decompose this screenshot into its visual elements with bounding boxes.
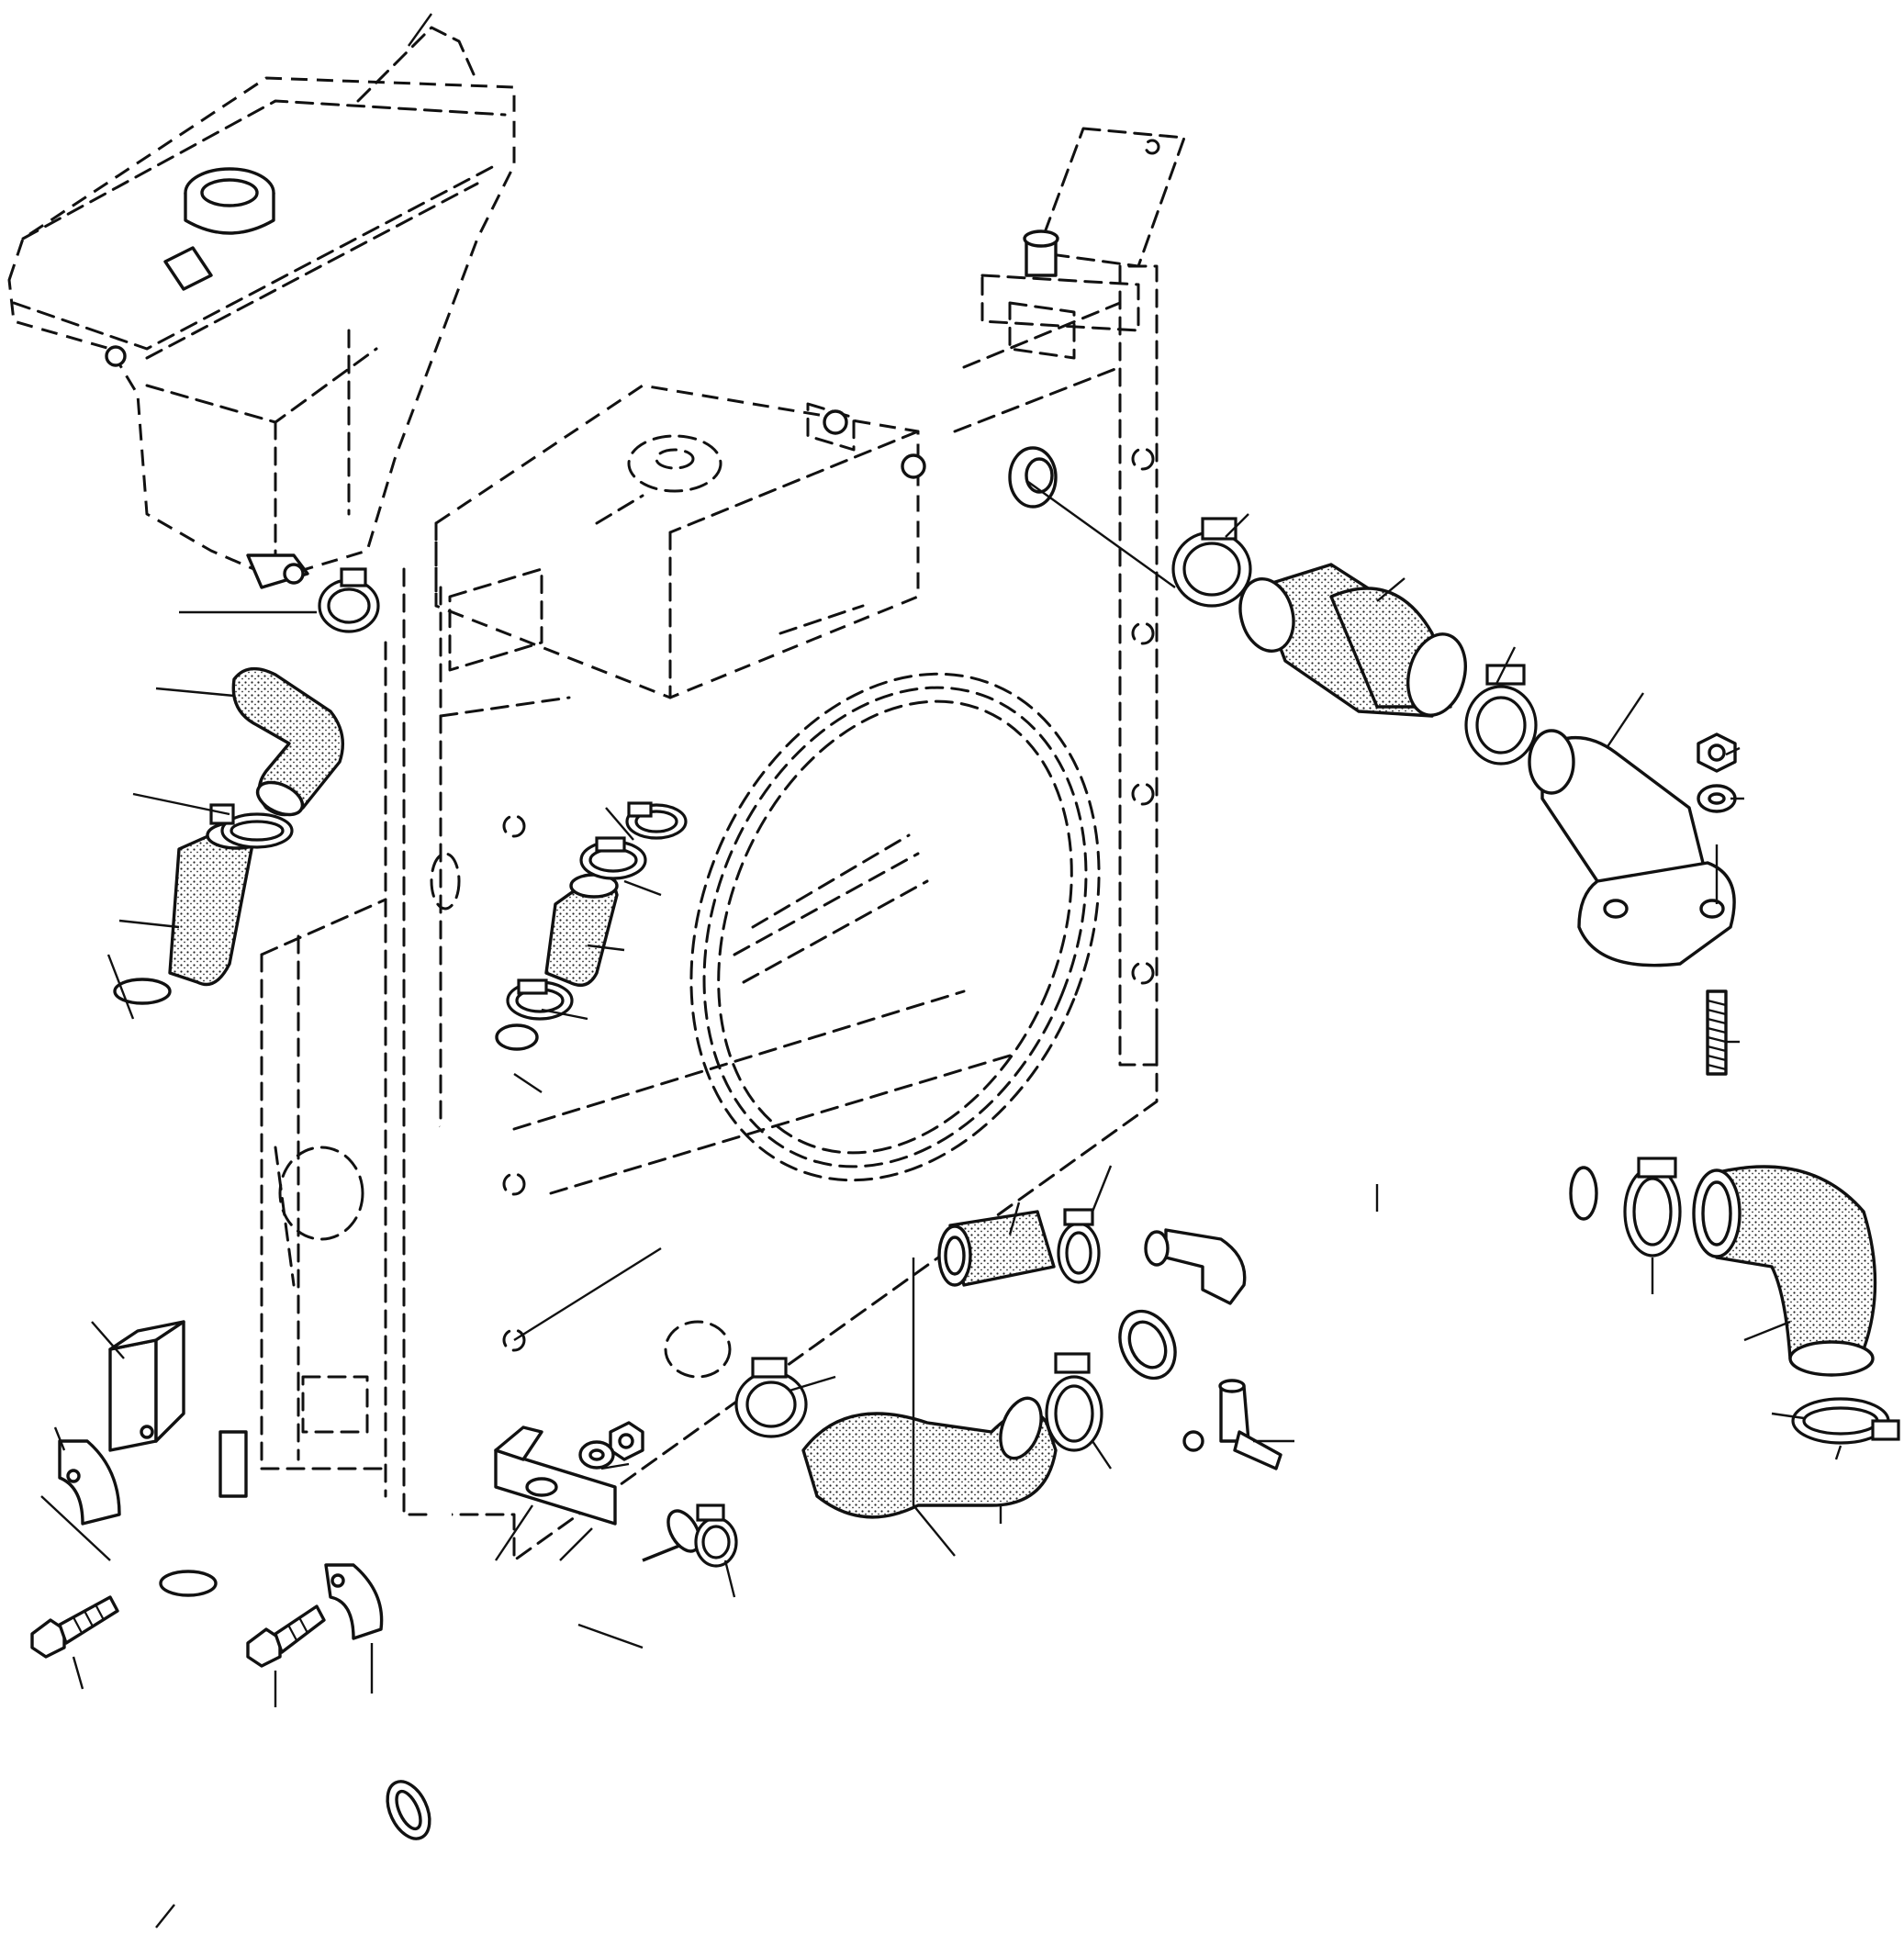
center-pipe bbox=[430, 1023, 709, 1704]
hose-clamp-icon bbox=[1057, 1208, 1101, 1284]
hose-clamp-icon bbox=[579, 836, 647, 880]
hose-clamp-icon bbox=[1623, 1157, 1682, 1258]
clip-center bbox=[324, 1563, 384, 1640]
bolt-center bbox=[246, 1604, 326, 1668]
radiator bbox=[260, 127, 1186, 1562]
lower-left-pipe bbox=[76, 666, 431, 1902]
bolt-left bbox=[30, 1595, 119, 1659]
small-hose-group bbox=[209, 567, 688, 1021]
bracket-center bbox=[494, 1421, 644, 1526]
lower-right-pipe-group bbox=[937, 1157, 1900, 1470]
clip-left bbox=[58, 1439, 121, 1526]
hose-clamp-icon bbox=[734, 1357, 808, 1438]
leader-lines bbox=[40, 13, 1842, 1928]
hose-clamp-icon bbox=[625, 801, 688, 840]
hose-clamp-icon bbox=[1464, 664, 1538, 766]
expansion-tank bbox=[7, 26, 516, 589]
bracket-left bbox=[108, 1320, 248, 1498]
hose-clamp-icon bbox=[318, 567, 380, 633]
thermostat-housing-group bbox=[1171, 517, 1737, 1076]
hose-clamp-icon bbox=[1045, 1352, 1103, 1452]
lower-hose-group bbox=[694, 1352, 1103, 1568]
hose-clamp-icon bbox=[694, 1504, 738, 1568]
hose-clamp-icon bbox=[1791, 1397, 1900, 1445]
hose-clamp-icon bbox=[506, 978, 574, 1021]
hose-clamp-icon bbox=[1171, 517, 1252, 608]
hose-clamp-icon bbox=[209, 803, 294, 849]
